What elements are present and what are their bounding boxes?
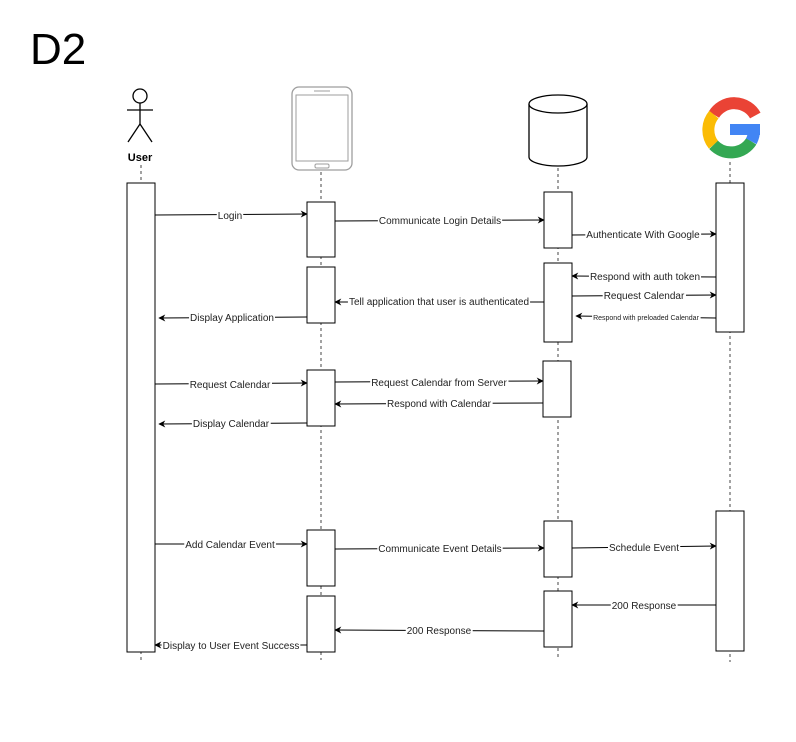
msg-label-request-calendar-server-backing: [370, 378, 509, 389]
msg-label-request-calendar-user: Request Calendar: [190, 380, 271, 391]
msg-label-tell-app-backing: [347, 297, 531, 308]
msg-label-display-success: Display to User Event Success: [163, 641, 300, 652]
google-activation-1: [715, 182, 745, 333]
msg-label-add-event: Add Calendar Event: [185, 540, 275, 551]
msg-label-communicate-login-backing: [377, 216, 503, 227]
msg-label-display-calendar-backing: [191, 419, 271, 430]
msg-label-display-calendar: Display Calendar: [193, 419, 270, 430]
msg-label-login-backing: [216, 211, 244, 222]
msg-label-display-application-backing: [189, 313, 275, 324]
msg-label-communicate-login: Communicate Login Details: [379, 216, 501, 227]
google-logo-icon: [702, 97, 761, 159]
msg-label-request-calendar-user-backing: [188, 380, 272, 391]
msg-label-200-google-backing: [610, 601, 678, 612]
server-activation-2: [543, 262, 573, 343]
msg-label-request-calendar-google-backing: [602, 291, 686, 302]
activation-boxes: [126, 182, 745, 653]
stick-figure-icon: [127, 88, 153, 143]
google-activation-2: [715, 510, 745, 652]
user-actor-label: User: [128, 152, 153, 164]
phone-activation-4: [306, 529, 336, 587]
msg-label-display-success-backing: [161, 641, 301, 652]
msg-label-communicate-event-backing: [377, 544, 503, 555]
diagram-title: D2: [30, 25, 87, 74]
smartphone-icon: [291, 86, 353, 171]
msg-label-200-google: 200 Response: [612, 601, 677, 612]
server-activation-5: [543, 590, 573, 648]
msg-label-request-calendar-server: Request Calendar from Server: [371, 378, 507, 389]
server-activation-3: [542, 360, 572, 418]
phone-activation-3: [306, 369, 336, 427]
msg-label-200-server-backing: [405, 626, 473, 637]
msg-label-200-server: 200 Response: [407, 626, 472, 637]
phone-activation-5: [306, 595, 336, 653]
msg-label-display-application: Display Application: [190, 313, 274, 324]
msg-label-schedule-event: Schedule Event: [609, 543, 679, 554]
msg-label-authenticate-google-backing: [585, 230, 702, 241]
msg-label-tell-app: Tell application that user is authentica…: [349, 297, 529, 308]
msg-label-respond-preloaded-backing: [592, 315, 701, 322]
message-labels: Login Communicate Login DetailsAuthentica…: [161, 211, 702, 652]
msg-label-request-calendar-google: Request Calendar: [604, 291, 685, 302]
msg-label-add-event-backing: [184, 540, 276, 551]
msg-label-login: Login: [218, 211, 242, 222]
server-activation-1: [543, 191, 573, 249]
database-cylinder-icon: [528, 94, 588, 167]
msg-label-respond-preloaded: Respond with preloaded Calendar: [593, 315, 700, 322]
msg-label-respond-auth-token-backing: [588, 272, 702, 283]
msg-label-communicate-event: Communicate Event Details: [378, 544, 501, 555]
msg-label-respond-calendar: Respond with Calendar: [387, 399, 492, 410]
phone-activation-2: [306, 266, 336, 324]
msg-label-schedule-event-backing: [607, 543, 681, 554]
phone-activation-1: [306, 201, 336, 258]
msg-label-authenticate-google: Authenticate With Google: [586, 230, 700, 241]
msg-label-respond-auth-token: Respond with auth token: [590, 272, 700, 283]
server-activation-4: [543, 520, 573, 578]
user-activation: [126, 182, 156, 653]
msg-label-respond-calendar-backing: [386, 399, 493, 410]
